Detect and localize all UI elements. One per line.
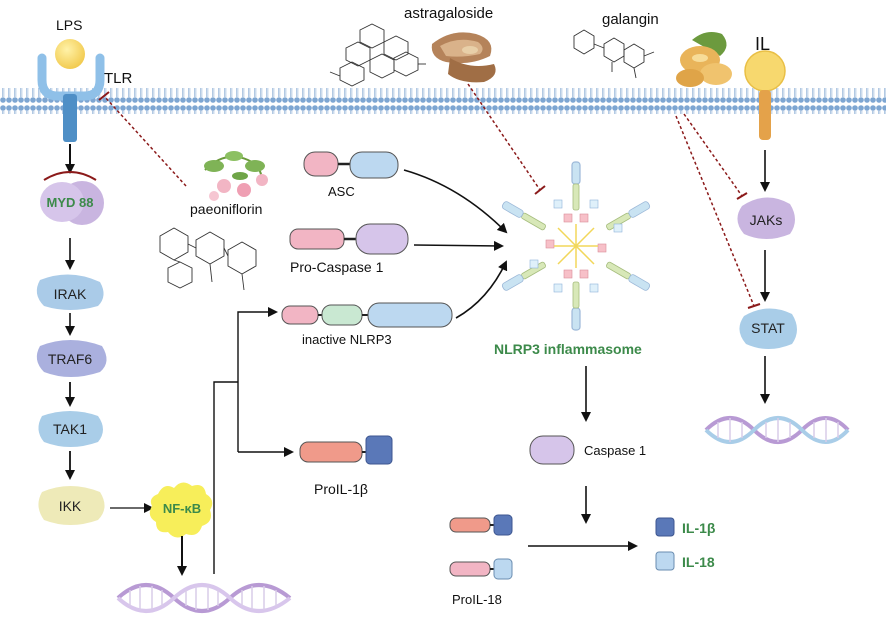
nlrp3-inflammasome-icon [501, 161, 651, 331]
proil1b-small-protein [449, 514, 513, 536]
asc-protein [303, 151, 399, 179]
irak-node: IRAK [36, 274, 104, 310]
proil1b-label: ProIL-1β [314, 481, 368, 497]
proil18-label: ProIL-18 [452, 592, 502, 607]
dna-helix-icon [116, 583, 292, 613]
jaks-label: JAKs [750, 212, 783, 228]
cell-membrane [0, 88, 886, 114]
inactive-nlrp3-protein [281, 302, 453, 328]
il18-label: IL-18 [682, 554, 715, 570]
pro-caspase1-label: Pro-Caspase 1 [290, 259, 384, 275]
irak-label: IRAK [54, 286, 87, 302]
lps-label: LPS [56, 17, 82, 33]
tlr-inhibition-line [103, 95, 187, 187]
traf6-node: TRAF6 [36, 340, 107, 377]
molecule-structure-icon [329, 23, 426, 87]
proil1b-protein [299, 435, 393, 465]
inactive-nlrp3-label: inactive NLRP3 [302, 332, 392, 347]
galangin-label: galangin [602, 11, 659, 28]
galangin-jak-inhibition-line [683, 113, 743, 197]
myd88-label: MYD 88 [47, 195, 94, 210]
il1b-legend-swatch [655, 517, 675, 537]
caspase1-protein [529, 435, 575, 465]
il-label: IL [755, 34, 770, 54]
pro-caspase1-protein [289, 223, 409, 255]
nlrp3-inflammasome-label: NLRP3 inflammasome [494, 341, 642, 357]
paeoniflorin-label: paeoniflorin [190, 201, 262, 217]
molecule-structure-icon [573, 29, 655, 79]
ginger-icon [676, 32, 732, 87]
nfkb-node: NF-κB [149, 482, 213, 538]
proil18-protein [449, 558, 513, 580]
caspase1-label: Caspase 1 [584, 443, 646, 458]
molecule-structure-icon [159, 227, 257, 291]
ikk-node: IKK [38, 486, 105, 525]
jaks-node: JAKs [737, 197, 795, 239]
tlr-label: TLR [104, 70, 133, 87]
astragaloside-inhibition-line [467, 83, 541, 191]
dna-helix-icon [704, 416, 850, 444]
galangin-stat-inhibition-line [675, 115, 755, 307]
il1b-label: IL-1β [682, 520, 716, 536]
traf6-label: TRAF6 [48, 351, 93, 367]
tak1-node: TAK1 [38, 411, 103, 447]
ikk-label: IKK [59, 498, 82, 514]
myd88-node: MYD 88 [40, 171, 104, 225]
il18-legend-swatch [655, 551, 675, 571]
nfkb-label: NF-κB [163, 501, 201, 516]
astragaloside-label: astragaloside [404, 5, 493, 22]
peony-flower-icon [204, 151, 268, 201]
herb-root-icon [431, 32, 496, 83]
stat-label: STAT [751, 320, 785, 336]
lps-ligand-icon [55, 39, 85, 69]
asc-label: ASC [328, 184, 355, 199]
tlr-receptor-icon [37, 53, 105, 142]
tak1-label: TAK1 [53, 421, 87, 437]
stat-node: STAT [739, 308, 797, 349]
il-receptor-icon [744, 50, 786, 140]
